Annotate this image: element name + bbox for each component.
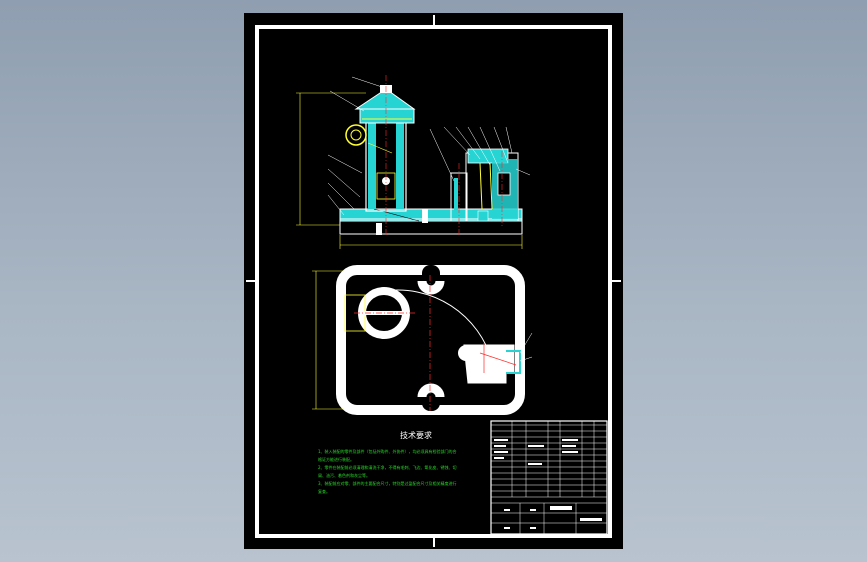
tech-req-title: 技术要求: [400, 430, 432, 440]
title-block: [490, 420, 608, 535]
tech-req-line: 格证方能进行装配。: [318, 456, 354, 462]
tech-req-line: 复查。: [318, 488, 330, 494]
centering-marks: [246, 15, 621, 547]
tech-req-line: 2、零件在装配前必须清理和清洗干净，不得有毛刺、飞边、氧化皮、锈蚀、切: [318, 464, 457, 470]
drawing-canvas: 技术要求 1、装入装配的零件及部件（包括外购件、外协件），均必须具有检验部门的合…: [246, 15, 621, 547]
tech-req-line: 1、装入装配的零件及部件（包括外购件、外协件），均必须具有检验部门的合: [318, 448, 457, 454]
plan-view: [312, 265, 533, 415]
technical-requirements: 技术要求 1、装入装配的零件及部件（包括外购件、外协件），均必须具有检验部门的合…: [318, 430, 457, 494]
front-view: [296, 75, 531, 249]
drawing-sheet: 技术要求 1、装入装配的零件及部件（包括外购件、外协件），均必须具有检验部门的合…: [244, 13, 623, 549]
tech-req-line: 屑、油污、着色剂和灰尘等。: [318, 472, 370, 478]
tech-req-line: 3、装配前应对零、部件的主要配合尺寸，特别是过盈配合尺寸及相关精度进行: [318, 480, 457, 486]
